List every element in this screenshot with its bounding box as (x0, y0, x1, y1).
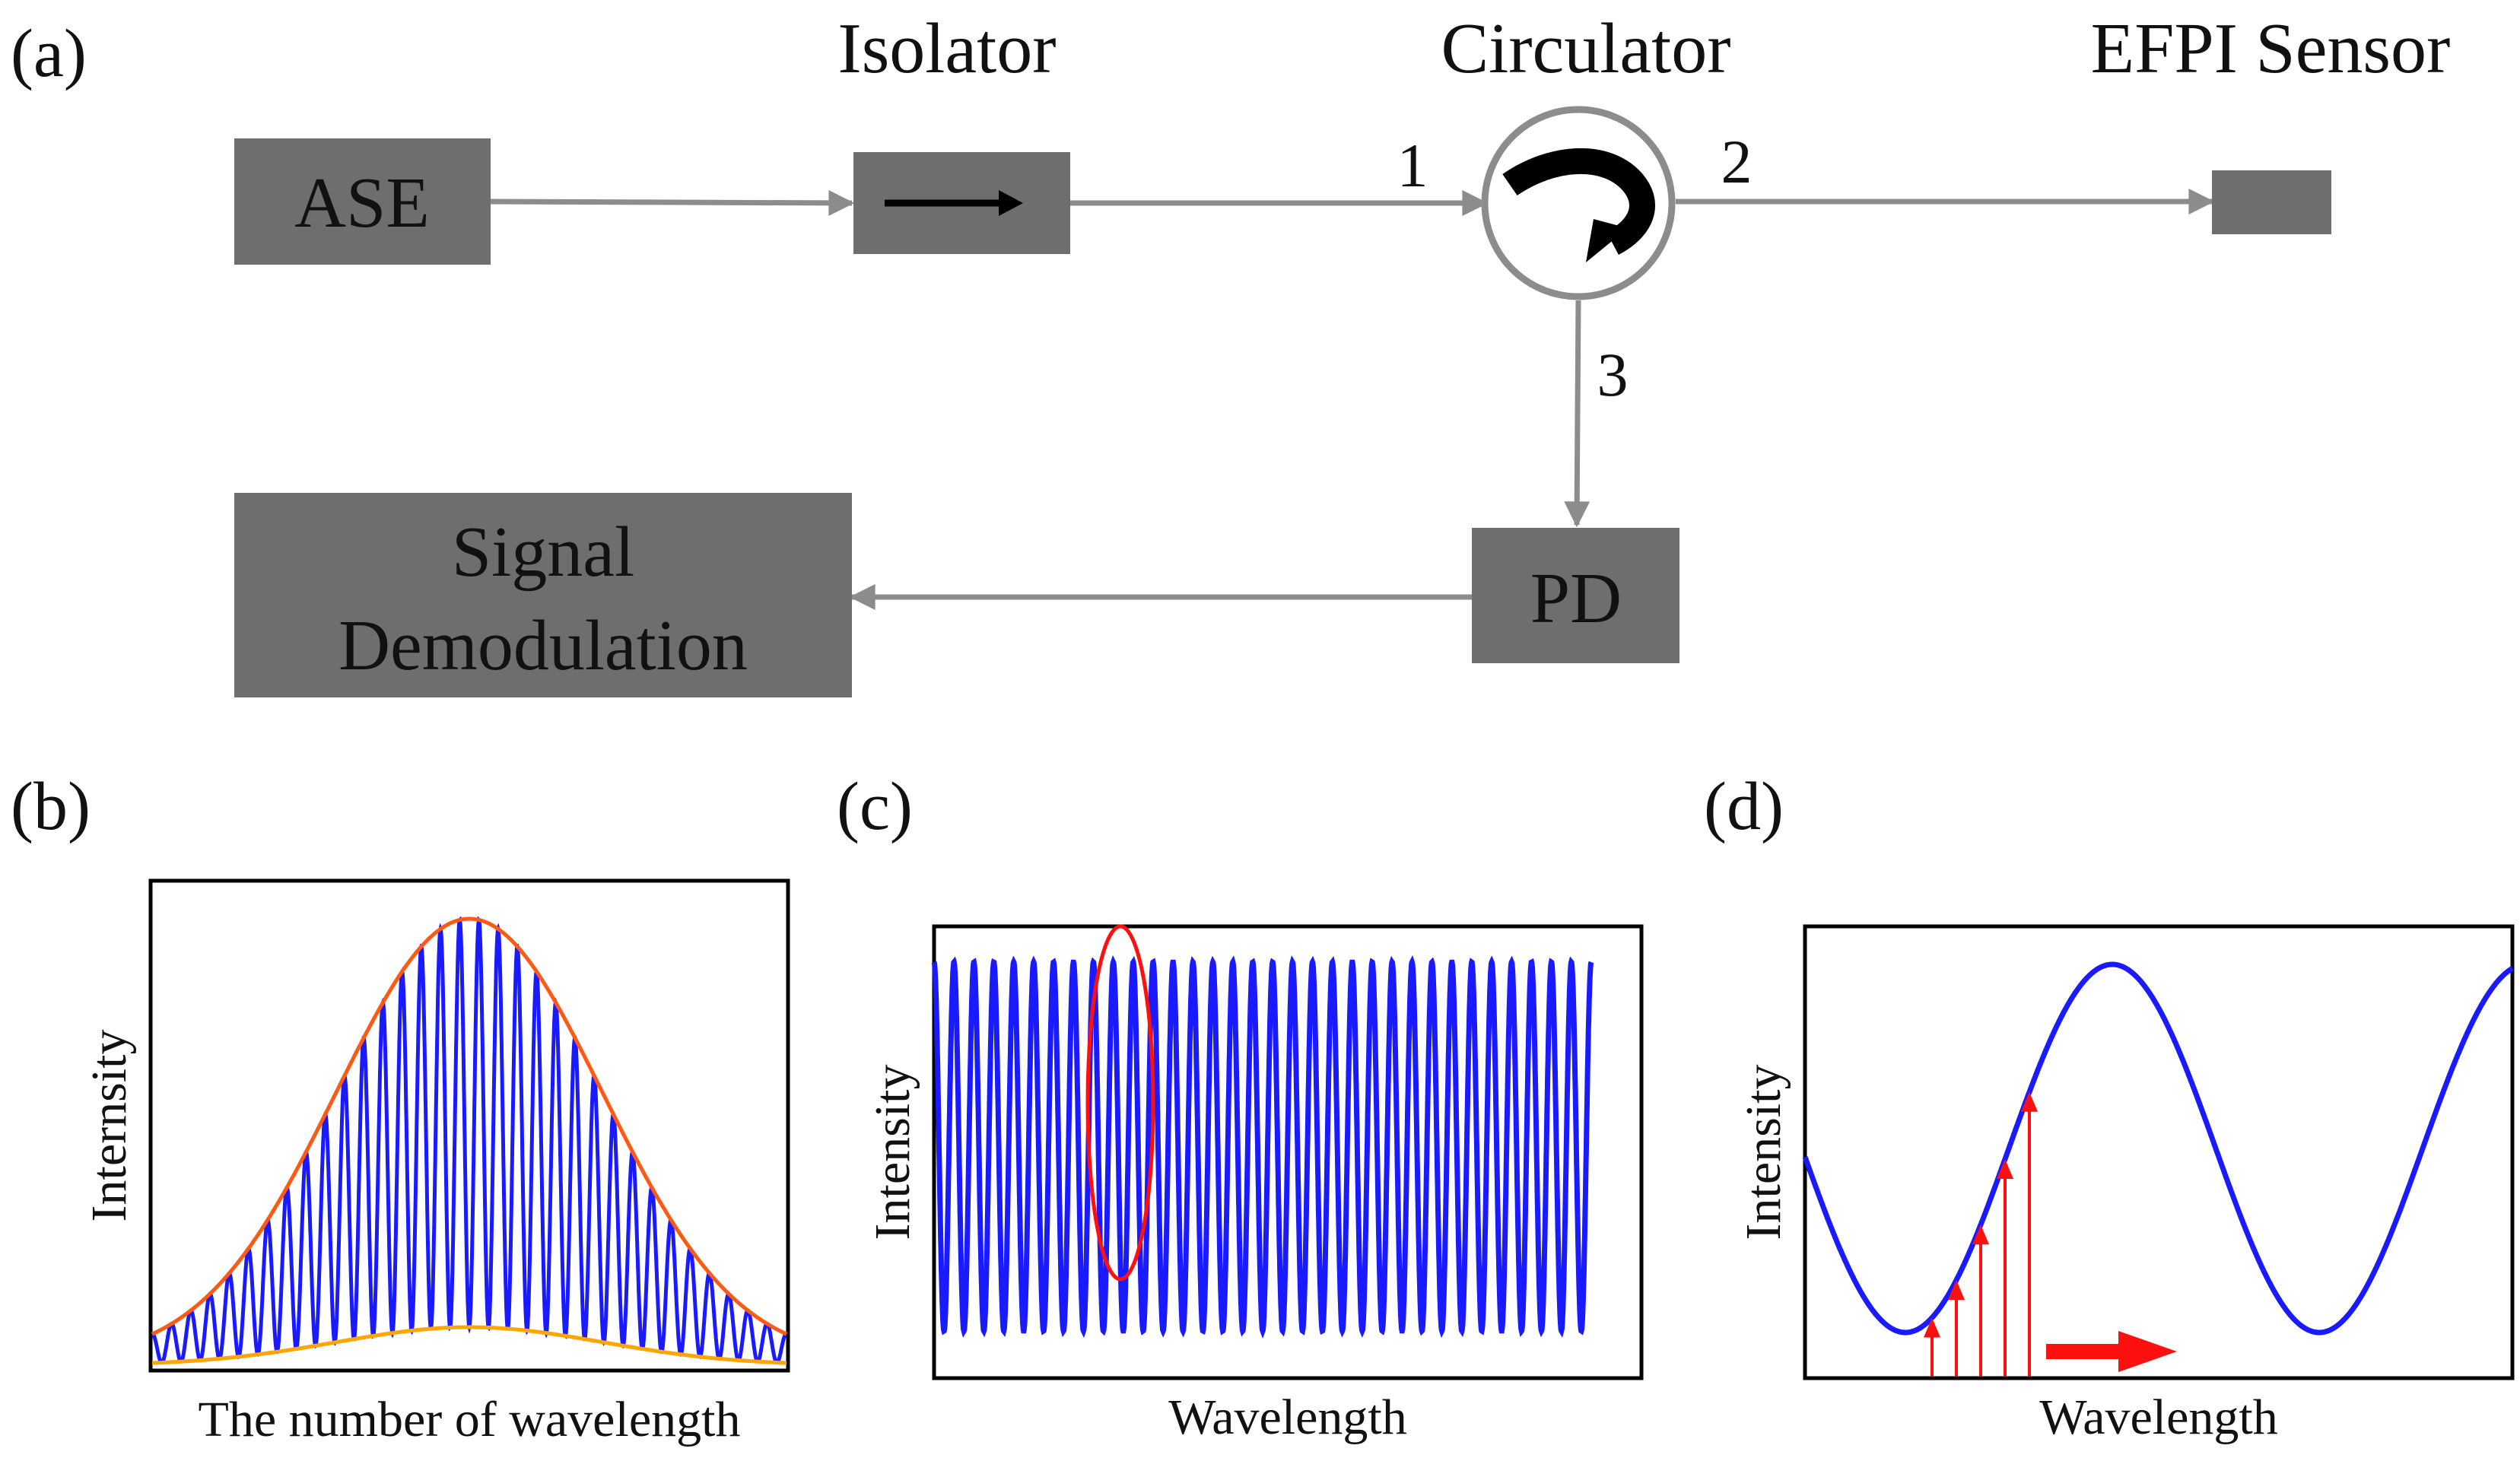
panel-d-sampling-arrows (1924, 1091, 2038, 1377)
panel-label-c: (c) (837, 769, 913, 844)
panel-b-x-axis-label: The number of wavelength (199, 1392, 741, 1447)
right-arrow-icon (885, 190, 1023, 216)
port-1-label: 1 (1397, 131, 1428, 200)
demodulation-label-line1: Signal (452, 513, 634, 592)
curved-arrow-icon (1502, 148, 1655, 262)
panel-c-fringe-signal (931, 955, 1594, 1339)
panel-c-highlight-ellipse (1085, 924, 1155, 1282)
panel-d-sampling-arrowhead (1948, 1280, 1965, 1301)
panel-label-d: (d) (1704, 769, 1784, 844)
port-2-label: 2 (1721, 127, 1753, 196)
panel-d-frame (1803, 924, 2515, 1380)
demodulation-label-line2: Demodulation (338, 606, 748, 685)
panel-d-y-axis-label: Intensity (1736, 1065, 1791, 1240)
pd-label: PD (1530, 559, 1622, 638)
panel-b: (b) The number of wavelength Internsity (11, 769, 790, 1447)
panel-b-upper-envelope (151, 916, 788, 1336)
panel-b-frame (148, 878, 790, 1373)
panel-d-wave-signal (1802, 961, 2514, 1336)
panel-c-x-axis-label: Wavelength (1168, 1390, 1407, 1445)
panel-d-sampling-arrowhead (1924, 1317, 1940, 1338)
panel-d-sampling-arrowhead (1997, 1158, 2013, 1179)
panel-c-y-axis-label: Intensity (865, 1065, 920, 1240)
sensor-heading: EFPI Sensor (2091, 9, 2451, 88)
setup-schematic: (a) Isolator Circulator EFPI Sensor ASE … (11, 9, 2450, 697)
isolator-heading: Isolator (837, 9, 1056, 88)
ase-box (234, 138, 491, 265)
panel-b-fringe-signal (151, 916, 787, 1364)
panel-label-a: (a) (11, 16, 87, 91)
panel-d-direction-arrow (2046, 1331, 2177, 1372)
fiber-ase-isolator (490, 189, 855, 216)
panel-b-y-axis-label: Internsity (81, 1030, 137, 1222)
sensor-box (2212, 170, 2331, 234)
panel-c-frame (932, 924, 1644, 1380)
pd-box (1472, 528, 1679, 663)
panel-d-sampling-arrowhead (2021, 1091, 2038, 1112)
demodulation-box (234, 493, 852, 697)
panel-d: (d) Wavelength Intensity (1704, 769, 2515, 1445)
circulator-heading: Circulator (1441, 9, 1730, 88)
port-3-label: 3 (1597, 340, 1629, 409)
ase-label: ASE (294, 164, 430, 243)
panel-d-sampling-arrowhead (1972, 1225, 1989, 1245)
panel-c: (c) Wavelength Intensity (837, 769, 1644, 1445)
panel-b-lower-envelope (151, 1325, 787, 1365)
fiber-circulator-pd (1564, 300, 1590, 528)
panel-label-b: (b) (11, 769, 91, 844)
panel-d-x-axis-label: Wavelength (2039, 1390, 2278, 1445)
